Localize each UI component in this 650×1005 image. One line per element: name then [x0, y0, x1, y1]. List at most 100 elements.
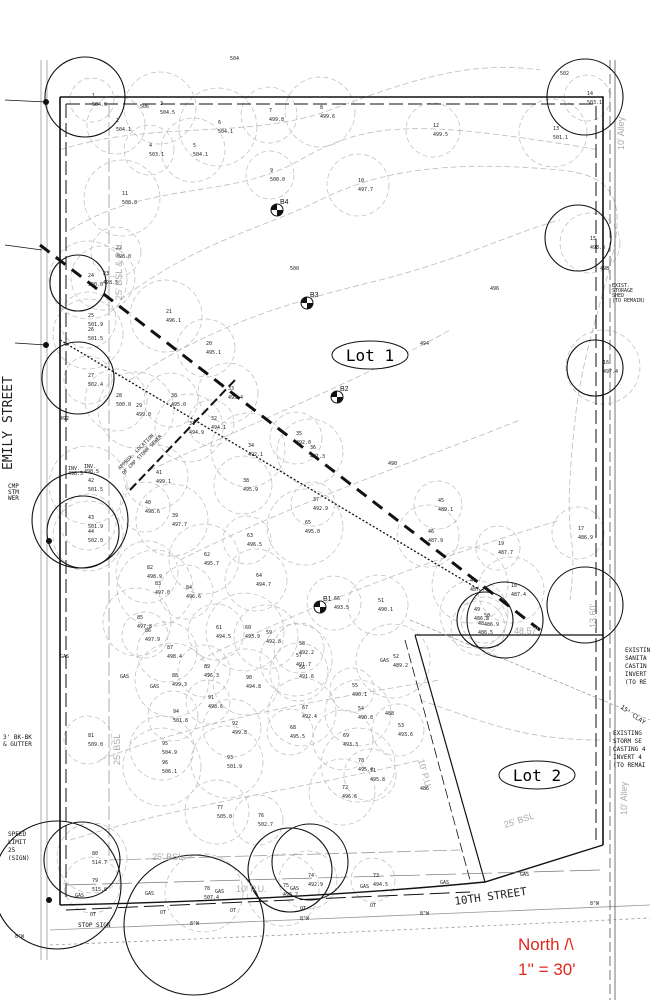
tree-canopy — [83, 159, 161, 237]
tree-elevation: 509.0 — [88, 742, 103, 748]
tree-elevation: 498.6 — [145, 509, 160, 515]
dim-vertical: 13.60' — [588, 603, 598, 628]
tree-elevation: 498.6 — [208, 704, 223, 710]
contour-label: 486 — [420, 786, 429, 792]
tree-number: 29 — [136, 403, 142, 409]
tree-elevation: 499.5 — [433, 132, 448, 138]
tree-elevation: 495.0 — [171, 402, 186, 408]
alley-north: 10' Alley — [616, 116, 626, 150]
contour-label: 494 — [420, 341, 429, 347]
tree-canopy — [326, 153, 390, 217]
benchmark-label: B3 — [310, 292, 319, 299]
lot-1-label: Lot 1 — [346, 346, 394, 365]
bsl-pu-west: 25' BSL & P.U. — [114, 242, 124, 300]
note-storm: STORM SE — [613, 738, 642, 745]
tree-point: 87 498.4 — [167, 645, 182, 660]
tree-number: 20 — [206, 341, 212, 347]
tree-elevation: 504.1 — [116, 127, 131, 133]
tree-number: 46 — [428, 529, 434, 535]
tree-number: 84 — [186, 585, 192, 591]
benchmark-icon: B2 — [330, 386, 349, 404]
tree-elevation: 501.5 — [88, 336, 103, 342]
contour-label: 498 — [600, 266, 609, 272]
tree-canopy — [450, 600, 506, 656]
contour-label: 500 — [290, 266, 299, 272]
tree-elevation: 490.1 — [352, 692, 367, 698]
tree-elevation: 497.4 — [603, 369, 618, 375]
benchmark-label: B2 — [340, 386, 349, 393]
tree-number: 18 — [511, 583, 517, 589]
tree-number: 66 — [334, 596, 340, 602]
gas-line-label: GAS — [290, 886, 299, 892]
note-inv1: 498.5 — [68, 471, 83, 477]
tree-elevation: 486.9 — [484, 622, 499, 628]
surveyed-tree-circle — [566, 339, 624, 397]
tree-elevation: 503.1 — [587, 100, 602, 106]
tree-canopy — [347, 574, 409, 636]
tree-number: 25 — [88, 313, 94, 319]
tree-canopy — [184, 779, 250, 845]
tree-number: 71 — [370, 768, 376, 774]
tree-elevation: 489.2 — [393, 663, 408, 669]
alley-south: 10' Alley — [619, 781, 629, 815]
tree-number: 78 — [204, 886, 210, 892]
tree-number: 37 — [313, 497, 319, 503]
tree-canopy — [168, 523, 240, 595]
tree-number: 17 — [578, 526, 584, 532]
note-sanitary: INVERT — [625, 671, 647, 678]
tree-elevation: 497.0 — [155, 590, 170, 596]
water-line-label: 8"W — [15, 934, 25, 940]
surveyed-tree-circle — [247, 827, 333, 913]
tree-number: 13 — [553, 126, 559, 132]
tree-number: 40 — [145, 500, 151, 506]
tree-number: 74 — [308, 873, 314, 879]
tree-canopy — [290, 481, 336, 527]
note-storm: CASTING 4 — [613, 746, 646, 753]
tree-number: 69 — [343, 733, 349, 739]
tree-canopy — [559, 212, 621, 274]
tree-canopy — [308, 758, 376, 826]
tree-elevation: 497.7 — [172, 522, 187, 528]
tree-canopy — [475, 525, 521, 571]
tree-number: 68 — [290, 725, 296, 731]
overhead-line-label: OT — [90, 912, 96, 918]
note-cmp: STM — [8, 489, 19, 496]
note-storm: EXISTING — [613, 730, 642, 737]
tree-number: 8 — [320, 105, 323, 111]
note-inv2: 498.5 — [84, 469, 99, 475]
gas-line-label: GAS — [150, 684, 159, 690]
tree-elevation: 515.0 — [92, 887, 107, 893]
tree-elevation: 499.8 — [269, 117, 284, 123]
tree-elevation: 490.1 — [378, 607, 393, 613]
tree-number: 87 — [167, 645, 173, 651]
tree-canopy — [185, 679, 231, 725]
tree-number: 39 — [172, 513, 178, 519]
tree-elevation: 493.9 — [245, 634, 260, 640]
tree-elevation: 498.4 — [167, 654, 182, 660]
note-shed: EXIST. — [612, 283, 630, 289]
tree-number: 95 — [162, 741, 168, 747]
surveyed-tree-circle — [46, 495, 120, 569]
tree-elevation: 496.1 — [166, 318, 181, 324]
tree-number: 79 — [92, 878, 98, 884]
contour-label: 504 — [230, 56, 239, 62]
tree-canopy — [102, 587, 172, 657]
tree-elevation: 502.7 — [258, 822, 273, 828]
